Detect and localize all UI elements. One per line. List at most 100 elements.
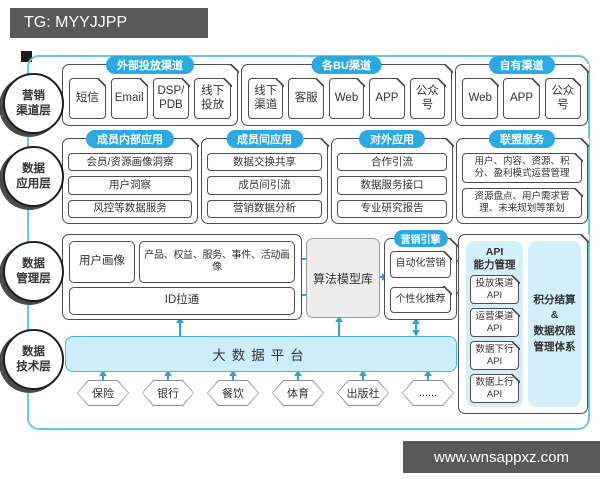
group-items: 用户、内容、资源、积分、盈利模式运营管理 资源盘点、用户需求管理、未来规划等策划	[457, 139, 587, 223]
source-node-more: ......	[397, 380, 459, 406]
connector-line	[427, 375, 429, 381]
group-title: 成员内部应用	[86, 130, 174, 148]
engine-node: 自动化营销	[390, 250, 452, 278]
channel-node: 线下 投放	[194, 77, 232, 119]
group-external-channels: 外部投放渠道 短信 Email DSP/ PDB 线下 投放	[62, 56, 239, 126]
channel-node: 公众号	[409, 77, 446, 119]
id-mapping-node: ID拉通	[69, 287, 295, 315]
arrowhead-up	[359, 370, 367, 376]
channel-node: 短信	[69, 77, 106, 119]
big-data-platform-node: 大数据平台	[65, 336, 457, 372]
group-items: Web APP 公众号	[456, 65, 587, 125]
source-label: 保险	[92, 388, 114, 400]
arrowhead-up	[229, 370, 237, 376]
hexagon-fill	[337, 381, 389, 405]
engine-node: 个性化推荐	[390, 286, 452, 313]
channel-node: Web	[328, 77, 366, 119]
connector-line	[301, 294, 307, 296]
source-node-catering: 餐饮	[202, 380, 264, 406]
group-items: 自动化营销 个性化推荐	[385, 239, 456, 319]
app-node: 数据服务接口	[337, 176, 447, 195]
app-node: 专业研究报告	[337, 199, 447, 218]
group-items: 合作引流 数据服务接口 专业研究报告	[332, 139, 452, 223]
channel-node: DSP/ PDB	[152, 77, 190, 119]
api-settlement-container: API 能力管理 投放渠道 API 运营渠道 API 数据下行 API 数据上行…	[458, 233, 589, 414]
group-title: 自有渠道	[488, 56, 555, 74]
channel-node: Web	[462, 77, 500, 119]
connector-line	[415, 323, 417, 331]
group-marketing-engine: 营销引擎 自动化营销 个性化推荐	[384, 230, 458, 320]
api-node: 投放渠道 API	[470, 274, 520, 305]
site-watermark: www.wnsappxz.com	[403, 441, 600, 473]
service-node: 资源盘点、用户需求管理、未来规划等策划	[462, 187, 583, 218]
group-own-channels: 自有渠道 Web APP 公众号	[455, 56, 589, 126]
group-items: 会员/资源画像洞察 用户洞察 风控等数据服务	[63, 139, 197, 223]
api-node: 运营渠道 API	[470, 307, 520, 338]
group-title: 外部投放渠道	[106, 56, 194, 74]
connector-line	[179, 322, 181, 336]
group-title: 成员间应用	[226, 130, 303, 148]
app-node: 风控等数据服务	[68, 199, 192, 218]
group-external-apps: 对外应用 合作引流 数据服务接口 专业研究报告	[331, 130, 454, 224]
layer-circle-marketing-channels: 营销 渠道层	[3, 73, 64, 134]
connector-line	[232, 375, 234, 381]
hexagon-fill	[142, 381, 194, 405]
arrowhead-up	[99, 370, 107, 376]
layer-circle-data-management: 数据 管理层	[3, 241, 64, 302]
channel-node: Email	[110, 77, 148, 119]
hexagon-fill	[402, 381, 454, 405]
source-node-insurance: 保险	[72, 380, 134, 406]
group-inter-member-apps: 成员间应用 数据交换共享 成员间引流 营销数据分析	[201, 130, 329, 224]
app-node: 会员/资源画像洞察	[68, 153, 192, 172]
connector-line	[301, 258, 307, 260]
layer-circle-data-application: 数据 应用层	[3, 146, 64, 207]
source-node-publisher: 出版社	[332, 380, 394, 406]
hexagon-fill	[77, 381, 129, 405]
group-alliance-services: 联盟服务 用户、内容、资源、积分、盈利模式运营管理 资源盘点、用户需求管理、未来…	[456, 130, 589, 224]
app-node: 用户洞察	[68, 176, 192, 195]
layer-circle-data-technology: 数据 技术层	[3, 329, 64, 390]
source-node-sports: 体育	[267, 380, 329, 406]
tg-watermark: TG: MYYJJPP	[10, 8, 208, 38]
arrowhead-up	[335, 316, 343, 322]
entity-profile-node: 产品、权益、服务、事件、活动画像	[139, 241, 295, 283]
service-node: 用户、内容、资源、积分、盈利模式运营管理	[462, 152, 583, 183]
group-member-internal-apps: 成员内部应用 会员/资源画像洞察 用户洞察 风控等数据服务	[62, 130, 199, 224]
api-capability-title: API 能力管理	[473, 246, 516, 272]
api-node: 数据下行 API	[470, 340, 520, 371]
channel-node: 客服	[288, 77, 325, 119]
source-label: 银行	[157, 388, 179, 400]
hexagon-fill	[272, 381, 324, 405]
connector-line	[297, 375, 299, 381]
arrowhead-up	[412, 318, 420, 324]
source-label: ......	[418, 387, 438, 399]
source-label: 餐饮	[222, 388, 244, 400]
layer-label: 数据 应用层	[16, 163, 51, 190]
layer-label: 营销 渠道层	[16, 90, 51, 117]
channel-node: APP	[503, 77, 541, 119]
source-node-bank: 银行	[137, 380, 199, 406]
arrowhead-up	[424, 370, 432, 376]
group-title: 营销引擎	[393, 230, 448, 247]
connector-line	[338, 321, 340, 336]
profile-container: 用户画像 产品、权益、服务、事件、活动画像 ID拉通	[62, 234, 302, 320]
channel-node: 线下 渠道	[248, 77, 285, 119]
layer-label: 数据 技术层	[16, 346, 51, 373]
hexagon-fill	[207, 381, 259, 405]
connector-line	[378, 276, 383, 278]
arrowhead-up	[176, 317, 184, 323]
app-node: 成员间引流	[207, 176, 322, 195]
channel-node: APP	[369, 77, 406, 119]
source-label: 体育	[287, 388, 309, 400]
api-capability-box: API 能力管理 投放渠道 API 运营渠道 API 数据下行 API 数据上行…	[466, 241, 523, 407]
arrowhead-down	[412, 330, 420, 336]
arrowhead-up	[164, 370, 172, 376]
group-items: 线下 渠道 客服 Web APP 公众号	[242, 65, 451, 125]
source-label: 出版社	[346, 388, 380, 400]
arrowhead-up	[294, 370, 302, 376]
channel-node: 公众号	[544, 77, 582, 119]
api-node: 数据上行 API	[470, 373, 520, 404]
connector-line	[102, 375, 104, 381]
settlement-box: 积分结算 & 数据权限 管理体系	[528, 241, 581, 407]
